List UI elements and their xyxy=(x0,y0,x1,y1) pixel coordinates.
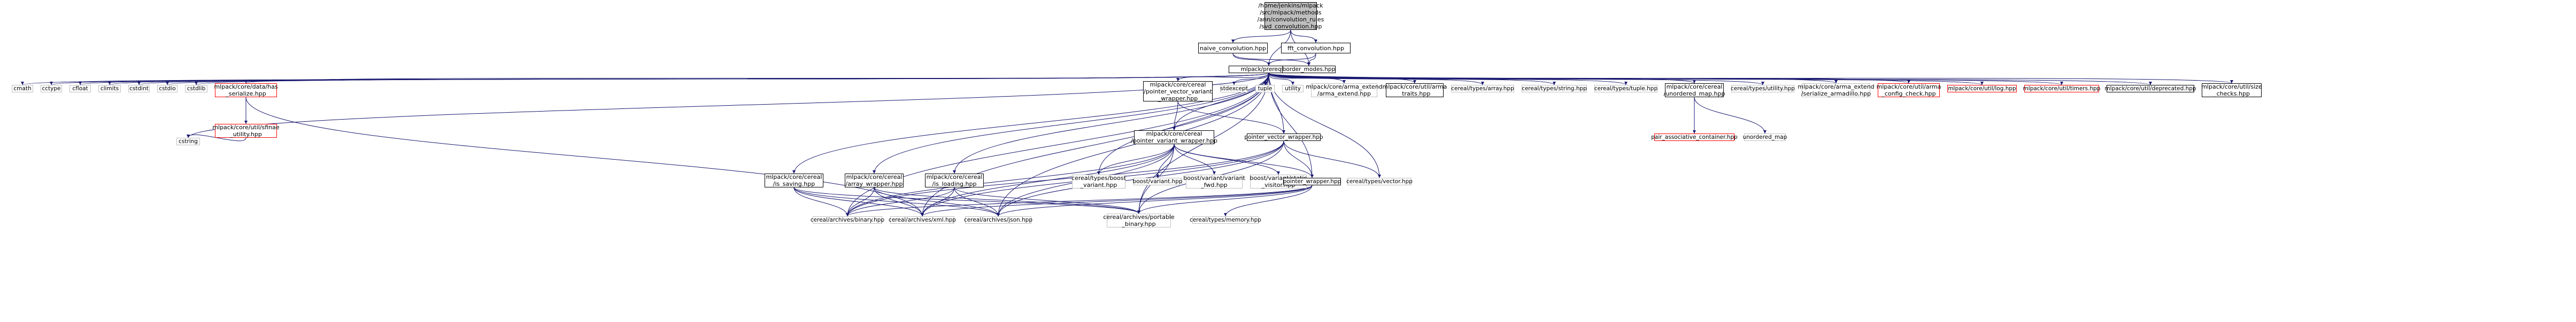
edge-is_saving-to-binary xyxy=(793,187,849,217)
edge-cereal_ptr_vec_variant-to-cereal_ptr_variant xyxy=(1173,101,1178,131)
node-pointer-wrapper[interactable]: pointer_wrapper.hpp xyxy=(1283,178,1341,185)
edge-pointer_wrapper-to-types_memory xyxy=(1224,185,1313,217)
edge-array_wrapper-to-binary xyxy=(846,187,875,217)
node-cstdint: cstdint xyxy=(128,85,150,92)
edge-naive-to-border xyxy=(1232,53,1310,66)
node-types-memory: cereal/types/memory.hpp xyxy=(1190,216,1261,224)
edge-is_loading-to-portable_binary xyxy=(954,187,1140,214)
edge-root-to-fft xyxy=(1290,29,1317,43)
node-binary: cereal/archives/binary.hpp xyxy=(810,216,885,224)
node-xml: cereal/archives/xml.hpp xyxy=(889,216,956,224)
edge-prereqs-to-is_loading xyxy=(953,73,1269,174)
node-cereal-ptr-vec-variant[interactable]: mlpack/core/cereal /pointer_vector_varia… xyxy=(1143,81,1213,102)
edge-prereqs-to-binary xyxy=(846,73,1269,217)
edge-unordered_map_hpp-to-unordered_map xyxy=(1694,97,1767,134)
node-boost-variant: boost/variant.hpp xyxy=(1132,178,1183,185)
edge-pointer_wrapper-to-binary xyxy=(846,185,1313,217)
node-arma-config-check[interactable]: mlpack/core/util/arma _config_check.hpp xyxy=(1876,83,1941,97)
edge-fft-to-border xyxy=(1307,53,1316,66)
node-root[interactable]: /home/jenkins/mlpack /src/mlpack/methods… xyxy=(1257,2,1324,30)
node-stdexcept: stdexcept xyxy=(1220,85,1248,92)
node-cmath: cmath xyxy=(12,85,33,92)
node-cereal-ptr-variant[interactable]: mlpack/core/cereal /pointer_variant_wrap… xyxy=(1131,130,1217,144)
edge-ptr_vec_wrapper-to-pointer_wrapper xyxy=(1283,140,1314,178)
edge-is_loading-to-json xyxy=(954,187,1000,217)
node-arma-traits[interactable]: mlpack/core/util/arma _traits.hpp xyxy=(1382,83,1447,97)
edge-ptr_vec_wrapper-to-types_vector xyxy=(1283,140,1381,178)
edge-prereqs-to-ptr_vec_wrapper xyxy=(1268,73,1285,134)
node-ptr-vec-wrapper[interactable]: pointer_vector_wrapper.hpp xyxy=(1244,133,1323,141)
node-types-array: cereal/types/array.hpp xyxy=(1451,85,1514,92)
node-types-string: cereal/types/string.hpp xyxy=(1522,85,1587,92)
node-sfinae[interactable]: mlpack/core/util/sfinae _utility.hpp xyxy=(212,124,280,138)
node-tuple: tuple xyxy=(1255,85,1275,92)
edge-is_loading-to-xml xyxy=(921,187,955,217)
edge-prereqs-to-stdexcept xyxy=(1232,73,1269,85)
edge-root-to-prereqs xyxy=(1267,29,1291,66)
node-types-tuple: cereal/types/tuple.hpp xyxy=(1594,85,1658,92)
edge-sfinae-to-cstring xyxy=(187,134,246,142)
edge-is_loading-to-binary xyxy=(846,187,955,217)
node-fft[interactable]: fft_convolution.hpp xyxy=(1281,43,1351,53)
edge-root-to-naive xyxy=(1231,29,1291,43)
edge-is_saving-to-json xyxy=(793,187,1000,217)
node-climits: climits xyxy=(98,85,121,92)
node-arma-extend: mlpack/core/arma_extend /arma_extend.hpp xyxy=(1306,83,1383,97)
edge-pointer_wrapper-to-portable_binary xyxy=(1137,185,1313,214)
edge-pointer_wrapper-to-xml xyxy=(921,185,1313,217)
node-variant-fwd: boost/variant/variant _fwd.hpp xyxy=(1183,175,1245,189)
edge-prereqs-to-utility xyxy=(1268,73,1294,85)
node-types-boost-variant: cereal/types/boost _variant.hpp xyxy=(1071,175,1126,189)
node-naive[interactable]: naive_convolution.hpp xyxy=(1198,43,1268,53)
node-deprecated[interactable]: mlpack/core/util/deprecated.hpp xyxy=(2104,85,2196,92)
node-unordered-map-hpp[interactable]: mlpack/core/cereal /unordered_map.hpp xyxy=(1663,83,1725,97)
edge-cereal_ptr_variant-to-pointer_wrapper xyxy=(1174,144,1314,178)
node-cstdlib: cstdlib xyxy=(185,85,207,92)
edge-prereqs-to-cereal_ptr_vec_variant xyxy=(1176,73,1269,82)
node-cstring: cstring xyxy=(176,138,200,145)
node-is-saving[interactable]: mlpack/core/cereal /is_saving.hpp xyxy=(765,174,823,187)
edge-prereqs-to-cstring xyxy=(187,73,1269,138)
node-pair-assoc[interactable]: pair_associative_container.hpp xyxy=(1651,133,1738,141)
node-array-wrapper[interactable]: mlpack/core/cereal /array_wrapper.hpp xyxy=(845,174,904,187)
edge-array_wrapper-to-portable_binary xyxy=(874,187,1140,214)
edge-has_serialize-to-xml xyxy=(245,97,924,217)
edge-fft-to-prereqs xyxy=(1267,53,1316,66)
node-cstdio: cstdio xyxy=(157,85,178,92)
edge-array_wrapper-to-xml xyxy=(874,187,924,217)
edge-ptr_vec_wrapper-to-binary xyxy=(846,140,1284,217)
edge-pointer_wrapper-to-json xyxy=(997,185,1313,217)
edge-is_saving-to-portable_binary xyxy=(793,187,1140,214)
node-timers[interactable]: mlpack/core/util/timers.hpp xyxy=(2023,85,2101,92)
edge-prereqs-to-size_checks xyxy=(1268,73,2233,84)
edge-prereqs-to-cereal_ptr_variant xyxy=(1173,73,1269,131)
node-cfloat: cfloat xyxy=(70,85,91,92)
edge-cereal_ptr_variant-to-types_boost_variant xyxy=(1097,144,1175,175)
edge-is_saving-to-xml xyxy=(793,187,924,217)
node-serialize-armadillo: mlpack/core/arma_extend /serialize_armad… xyxy=(1798,83,1875,97)
node-is-loading[interactable]: mlpack/core/cereal /is_loading.hpp xyxy=(925,174,984,187)
node-border[interactable]: border_modes.hpp xyxy=(1282,66,1336,73)
edge-cereal_ptr_variant-to-static_visitor xyxy=(1174,144,1280,175)
node-json: cereal/archives/json.hpp xyxy=(964,216,1033,224)
edge-cereal_ptr_vec_variant-to-ptr_vec_wrapper xyxy=(1177,101,1285,134)
edge-cereal_ptr_variant-to-variant_fwd xyxy=(1174,144,1216,175)
node-types-vector: cereal/types/vector.hpp xyxy=(1346,178,1413,185)
node-types-utility: cereal/types/utility.hpp xyxy=(1731,85,1795,92)
node-cctype: cctype xyxy=(41,85,62,92)
node-unordered-map: unordered_map xyxy=(1742,133,1787,141)
node-utility: utility xyxy=(1282,85,1304,92)
node-size-checks[interactable]: mlpack/core/util/size _checks.hpp xyxy=(2201,83,2262,97)
node-has-serialize[interactable]: mlpack/core/data/has _serialize.hpp xyxy=(214,83,278,97)
node-log[interactable]: mlpack/core/util/log.hpp xyxy=(1947,85,2017,92)
edge-prereqs-to-has_serialize xyxy=(244,73,1269,84)
edge-array_wrapper-to-json xyxy=(874,187,1000,217)
edge-prereqs-to-xml xyxy=(921,73,1269,217)
node-portable-binary: cereal/archives/portable _binary.hpp xyxy=(1103,214,1175,227)
edge-prereqs-to-json xyxy=(997,73,1269,217)
